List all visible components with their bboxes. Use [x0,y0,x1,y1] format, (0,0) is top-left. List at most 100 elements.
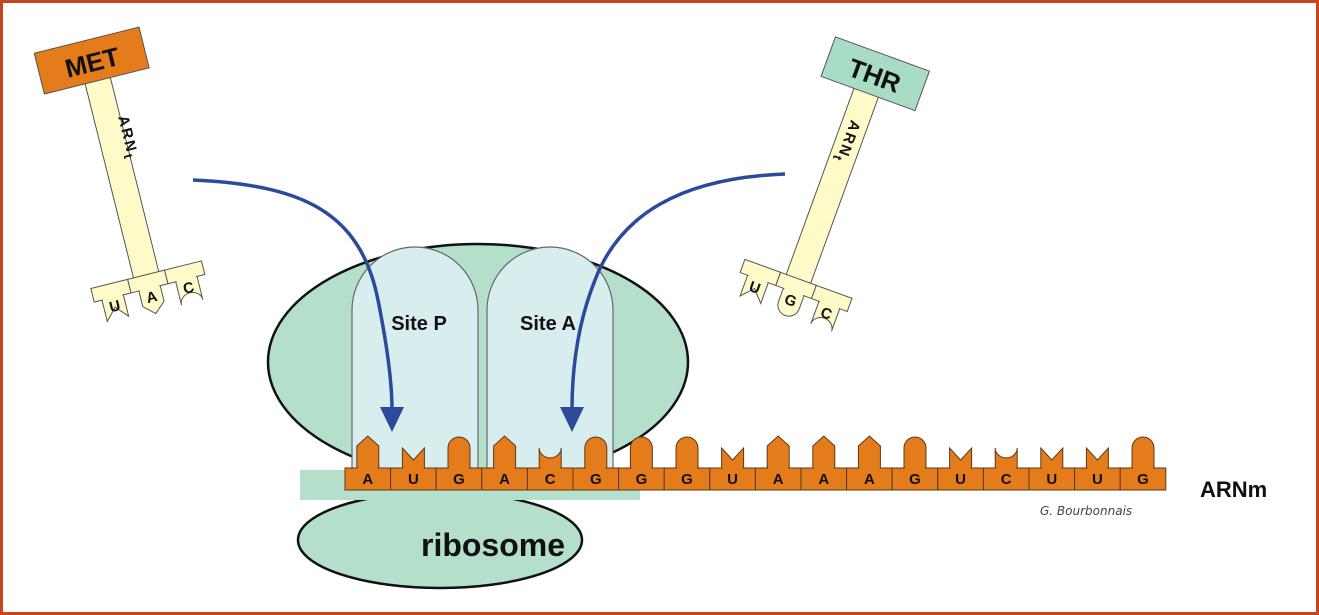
nucleotide-joint [494,466,515,472]
mrna-nucleotide: U [1028,446,1076,491]
anticodon-joint [819,299,840,311]
trna-thr: THR ARNt UGC [739,36,931,332]
nucleotide-letter: A [864,471,875,488]
anticodon-nucleotide: A [127,269,169,315]
anticodon-nucleotide: U [739,258,782,305]
nucleotide-tooth [675,436,699,469]
nucleotide-letter: G [681,471,693,488]
amino-acid-box [33,26,150,95]
nucleotide-tooth [629,436,653,469]
nucleotide-joint [996,466,1017,472]
nucleotide-joint [357,466,378,472]
nucleotide-tooth [584,436,608,469]
anticodon-nucleotide: C [163,260,206,306]
mrna-nucleotide: U [709,446,756,491]
anticodon-joint [747,273,769,285]
nucleotide-letter: U [727,471,738,488]
anticodon-letter: C [181,279,196,298]
site-a-label: Site A [520,313,576,335]
nucleotide-joint [677,466,697,472]
nucleotide-letter: U [1092,471,1103,488]
nucleotide-letter: C [545,471,556,488]
anticodon-letter: U [108,297,123,316]
nucleotide-letter: G [1137,471,1149,488]
nucleotide-joint [540,466,561,472]
nucleotide-joint [813,466,834,472]
nucleotide-letter: A [499,471,510,488]
anticodon-joint [176,274,197,284]
nucleotide-letter: G [636,471,648,488]
anticodon-nucleotide: C [810,284,853,332]
mrna-nucleotide: C [982,447,1030,491]
nucleotide-joint [403,466,424,472]
anticodon: UGC [739,258,853,332]
nucleotide-letter: A [818,471,829,488]
mrna-nucleotide: G [663,436,711,491]
mrna-nucleotide: G [618,436,665,491]
arrow-thr-to-site-a [570,172,786,411]
mrna-nucleotide: A [481,435,528,491]
nucleotide-joint [631,466,652,472]
nucleotide-joint [1133,466,1153,472]
mrna-nucleotide: G [435,436,483,491]
mrna-nucleotide: A [754,435,802,491]
mrna-nucleotide: C [526,447,574,491]
site-p [351,246,479,479]
nucleotide-letter: U [408,471,419,488]
mrna-nucleotide: G [891,436,939,491]
anticodon-joint [139,283,160,293]
nucleotide-joint [722,466,743,472]
nucleotide-letter: A [773,471,784,488]
ribosome-label: ribosome [421,527,565,563]
arrowhead-icon [560,407,584,432]
arrowhead-icon [380,407,404,432]
mrna-nucleotide: A [846,435,893,491]
mrna-nucleotide: A [344,435,392,491]
nucleotide-tooth [766,435,790,469]
mrna-label: ARNm [1200,477,1267,502]
nucleotide-letter: G [909,471,921,488]
nucleotide-joint [905,466,925,472]
nucleotide-joint [859,466,880,472]
nucleotide-joint [449,466,469,472]
mrna-nucleotide: G [572,436,620,491]
nucleotide-tooth [812,435,836,469]
nucleotide-joint [1087,466,1108,472]
nucleotide-letter: U [955,471,966,488]
nucleotide-letter: G [453,471,465,488]
nucleotide-tooth [903,436,927,469]
nucleotide-tooth [857,435,881,469]
nucleotide-joint [950,466,971,472]
amino-acid-box [820,36,931,112]
anticodon-joint [102,293,123,302]
anticodon-joint [783,286,804,298]
site-p-label: Site P [391,313,447,335]
anticodon-nucleotide: G [775,271,817,317]
mrna-nucleotide: U [1074,446,1121,491]
nucleotide-tooth [538,447,562,469]
anticodon-nucleotide: U [90,278,132,323]
nucleotide-tooth [1040,446,1064,469]
nucleotide-tooth [994,447,1018,469]
site-a [486,246,614,479]
nucleotide-letter: C [1001,471,1012,488]
nucleotide-joint [768,466,789,472]
nucleotide-joint [585,466,606,472]
nucleotide-tooth [1085,446,1109,469]
trna-stem [84,74,162,287]
nucleotide-letter: G [590,471,602,488]
nucleotide-joint [1041,466,1062,472]
trna-stem [782,85,880,292]
anticodon-letter: G [782,291,799,311]
mrna-nucleotide: A [800,435,848,491]
anticodon-letter: A [145,288,160,307]
nucleotide-tooth [1131,436,1155,469]
nucleotide-tooth [721,446,745,469]
nucleotide-tooth [949,446,973,469]
mrna-nucleotide: U [937,446,984,491]
nucleotide-letter: A [362,471,373,488]
